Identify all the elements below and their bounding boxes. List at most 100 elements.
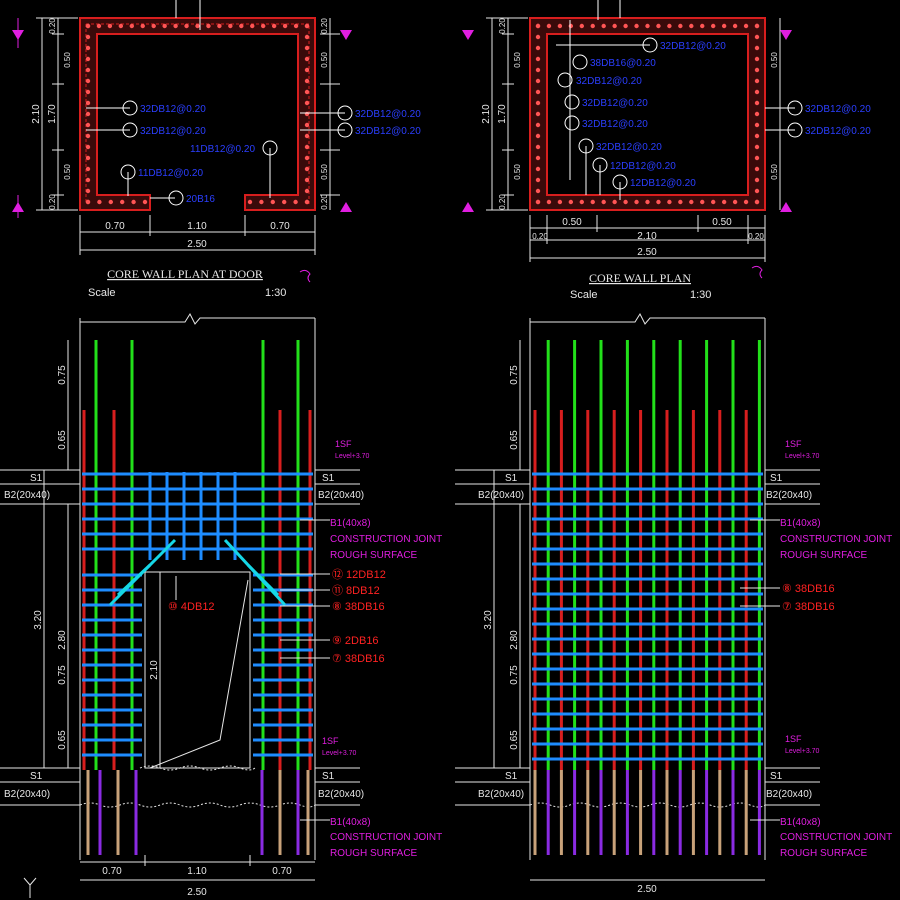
rebar-dot [634, 23, 639, 29]
left-elev-b2-top-r: B2(20x40) [318, 490, 364, 501]
right-plan-dim-050t: 0.50 [513, 52, 522, 68]
rebar-dot [535, 155, 541, 161]
rebar-dot [282, 199, 287, 205]
rebar-dot [85, 89, 91, 95]
right-wall-elevation: 0.75 0.65 3.20 2.80 0.75 0.65 2.50 S1 B2… [455, 312, 892, 895]
right-elev-level-labels: 1SF Level+3.70 1SF Level+3.70 B1(40x8) C… [780, 439, 892, 859]
left-elev-b1-top: B1(40x8) [330, 518, 371, 529]
rebar-dot [293, 23, 299, 29]
right-elev-b2-bot-l: B2(20x40) [478, 789, 524, 800]
left-plan-scale-value: 1:30 [265, 287, 286, 299]
rebar-dot [667, 23, 672, 29]
rebar-dot [162, 23, 167, 29]
rebar-dot [239, 23, 244, 29]
right-plan-dim-020b: 0.20 [498, 194, 507, 210]
rebar-dot [535, 177, 541, 183]
right-plan-label-4: 32DB12@0.20 [582, 98, 648, 109]
left-plan-dim-170: 1.70 [47, 104, 58, 124]
rebar-dot [612, 23, 617, 29]
rebar-dot [85, 78, 91, 84]
left-elev-leaders [175, 519, 330, 821]
left-plan-wall [79, 17, 316, 211]
rebar-dot [304, 177, 310, 183]
right-elev-horizontal-bars [532, 472, 763, 761]
left-plan-dims: 0.70 1.10 0.70 2.50 2.10 1.70 0.20 0.50 … [31, 18, 329, 250]
rebar-dot [535, 78, 541, 84]
rebar-dot [85, 199, 91, 205]
rebar-dot [282, 23, 288, 29]
right-elev-b2-top-r: B2(20x40) [766, 490, 812, 501]
right-elev-floor-bot: 1SF [785, 734, 802, 744]
left-elev-dim-lines [43, 340, 315, 881]
right-elev-cj-bot: CONSTRUCTION JOINT [780, 832, 892, 843]
right-plan-label-1: 32DB12@0.20 [660, 41, 726, 52]
rebar-dot [304, 45, 310, 51]
right-elev-bar-8: ⑧ 38DB16 [782, 583, 835, 595]
rebar-dot [535, 67, 541, 73]
left-plan-label-7: 20B16 [186, 194, 215, 205]
right-elev-b1-top: B1(40x8) [780, 518, 821, 529]
left-elev-dim-280: 2.80 [57, 630, 68, 650]
rebar-dot [754, 166, 760, 172]
left-elev-cj-top: CONSTRUCTION JOINT [330, 534, 442, 545]
rebar-dot [107, 23, 113, 29]
right-plan-dim-020t: 0.20 [498, 18, 507, 34]
rebar-dot [259, 199, 264, 205]
right-elev-dims: 0.75 0.65 3.20 2.80 0.75 0.65 2.50 [483, 365, 657, 895]
rebar-dot [96, 23, 102, 29]
rebar-dot [732, 199, 738, 205]
right-plan-dims: 0.50 0.50 0.20 2.10 0.20 2.50 2.10 1.70 … [481, 18, 779, 258]
rebar-dot [293, 199, 298, 205]
rebar-dot [754, 56, 760, 62]
rebar-dot [304, 111, 310, 117]
right-elev-bar-7: ⑦ 38DB16 [782, 601, 835, 613]
left-elev-rs-bot: ROUGH SURFACE [330, 848, 418, 859]
right-plan-leaders [556, 0, 803, 200]
right-elev-rs-bot: ROUGH SURFACE [780, 848, 868, 859]
left-elev-bar-7: ⑦ 38DB16 [332, 653, 385, 665]
right-elev-level-bot: Level+3.70 [785, 748, 820, 755]
rebar-dot [304, 89, 310, 95]
rebar-dot [261, 23, 266, 29]
right-plan-label-9: 32DB12@0.20 [805, 104, 871, 115]
left-elev-door-height: 2.10 [149, 660, 160, 680]
rebar-dot [743, 23, 749, 29]
right-elev-s1-bot: S1 [505, 771, 518, 782]
left-plan-label-1: 32DB12@0.20 [140, 104, 206, 115]
right-plan-label-10: 32DB12@0.20 [805, 126, 871, 137]
rebar-dot [85, 144, 91, 150]
rebar-dot [228, 23, 233, 29]
rebar-dot [535, 111, 541, 117]
rebar-dot [535, 89, 541, 95]
rebar-dot [247, 199, 253, 205]
left-plan-rdim-050b: 0.50 [320, 164, 329, 180]
rebar-dot [85, 155, 91, 161]
rebar-dot [623, 23, 628, 29]
left-plan-dim-250: 2.50 [187, 239, 207, 250]
rebar-dot [184, 23, 189, 29]
rebar-dot [85, 34, 91, 40]
right-plan-dim-170v: 1.70 [497, 104, 508, 124]
rebar-dot [304, 199, 310, 205]
left-plan-leaders [86, 0, 353, 206]
left-plan-dim-020a: 0.20 [48, 18, 57, 34]
rebar-dot [689, 199, 694, 205]
right-elev-cj-top: CONSTRUCTION JOINT [780, 534, 892, 545]
left-elev-dim-070a: 0.70 [102, 866, 122, 877]
rebar-dot [304, 56, 310, 62]
right-elev-s1-top-r: S1 [770, 473, 783, 484]
rebar-dot [590, 23, 595, 29]
right-elev-dim-075: 0.75 [509, 365, 520, 385]
left-elev-bar-12: ⑫ 12DB12 [332, 568, 386, 581]
rebar-dot [304, 67, 310, 73]
rebar-dot [754, 177, 760, 183]
rebar-dot [754, 122, 760, 128]
rebar-dot [754, 67, 760, 73]
rebar-dot [85, 56, 91, 62]
rebar-dot [304, 155, 310, 161]
right-plan-dim-lines [486, 17, 781, 262]
rebar-dot [568, 23, 574, 29]
left-plan-label-2: 32DB12@0.20 [140, 126, 206, 137]
rebar-dot [535, 23, 541, 29]
